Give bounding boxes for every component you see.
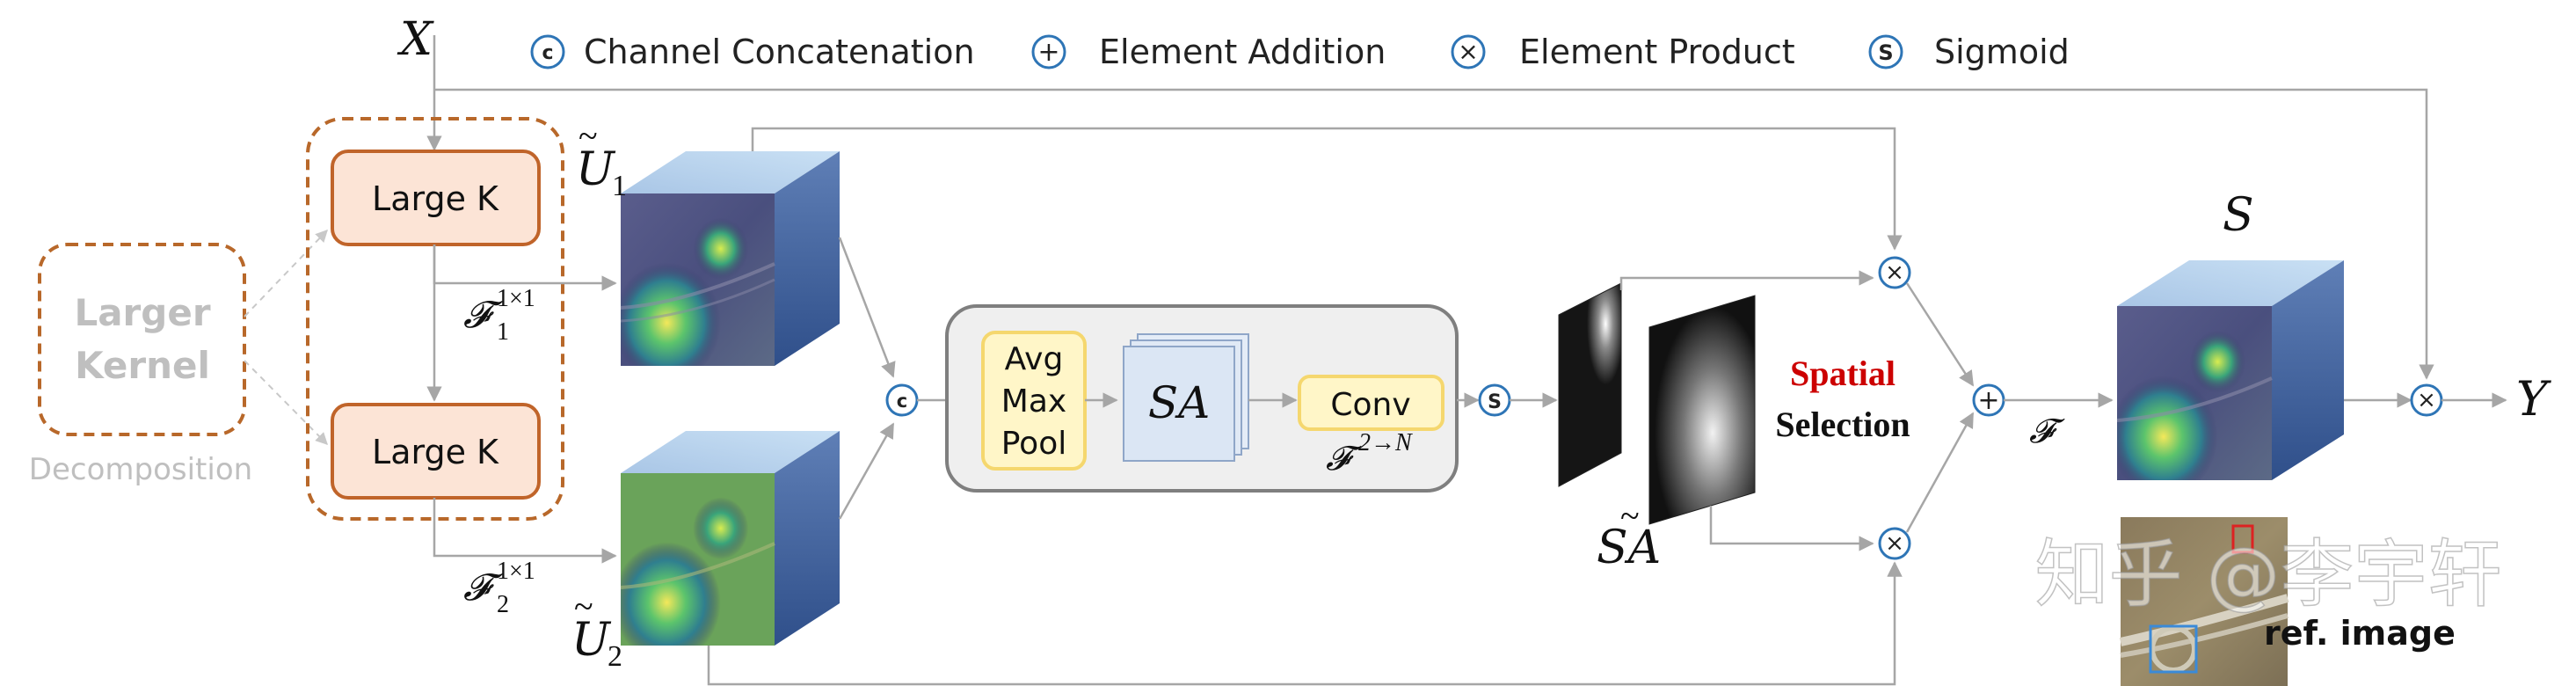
decompose-arrow-down: [244, 361, 327, 444]
add-node-text: +: [1977, 385, 1999, 416]
conv-label: Conv: [1330, 387, 1410, 423]
sigmoid-node-text: S: [1488, 391, 1502, 413]
map2-to-product2-arrow: [1711, 506, 1873, 544]
decompose-arrow-up: [244, 230, 327, 317]
concat-node-text: c: [897, 390, 907, 412]
final-product-node-text: ×: [2417, 387, 2436, 413]
f2-projection-label: 𝓕 2 1×1: [463, 558, 535, 618]
largek1-to-u1-arrow: [434, 244, 615, 283]
sa-label: SA: [1148, 377, 1210, 428]
large-k-box-2: Large K: [332, 405, 539, 498]
product-legend-label: Element Product: [1519, 33, 1795, 71]
add-legend-label: Element Addition: [1099, 33, 1386, 71]
output-y-label: Y: [2516, 371, 2551, 427]
u1-label: U ~ 1: [576, 116, 627, 202]
product-symbol-icon: ×: [1452, 36, 1484, 68]
input-x-label: X: [397, 13, 434, 66]
larger-kernel-box: Larger Kernel: [40, 244, 244, 434]
product-symbol-text: ×: [1458, 37, 1478, 66]
large-k-box-1: Large K: [332, 151, 539, 244]
add-symbol-icon: +: [1033, 36, 1065, 68]
u2-to-product2-arrow: [709, 563, 1895, 684]
s-feature-cube: [2117, 260, 2344, 480]
f1-superscript: 1×1: [497, 285, 535, 312]
product2-to-add-arrow: [1907, 413, 1973, 532]
conv-f-superscript: 2→N: [1358, 429, 1413, 456]
concat-legend-label: Channel Concatenation: [584, 33, 975, 71]
sa-cube: SA: [1124, 334, 1248, 461]
sa-tilde-icon: ~: [1620, 496, 1640, 536]
u2-tilde-icon: ~: [574, 587, 593, 626]
pool-box: Avg Max Pool: [983, 332, 1085, 469]
u2-feature-cube: [621, 431, 840, 646]
pool-line1: Avg: [1005, 341, 1064, 377]
watermark-text: 知乎 @李宇轩: [2035, 531, 2502, 617]
add-symbol-text: +: [1037, 37, 1059, 68]
f1-subscript: 1: [497, 318, 509, 346]
u1-feature-cube: [621, 151, 840, 366]
s-label: S: [2223, 189, 2254, 242]
add-node-icon: +: [1974, 385, 2004, 416]
f2-subscript: 2: [497, 591, 509, 618]
u2-subscript: 2: [608, 640, 622, 673]
u2-label: U ~ 2: [571, 587, 622, 673]
u1-subscript: 1: [612, 170, 627, 202]
product-node-2-icon: ×: [1880, 529, 1910, 558]
map1-to-product1-arrow: [1621, 278, 1873, 290]
final-product-node-icon: ×: [2412, 385, 2441, 415]
large-k-label-1: Large K: [372, 179, 499, 218]
sigmoid-node-icon: S: [1480, 385, 1510, 415]
concat-symbol-text: c: [542, 42, 553, 64]
sigmoid-legend-label: Sigmoid: [1934, 33, 2070, 71]
f2-superscript: 1×1: [497, 558, 535, 585]
larger-kernel-line1: Larger: [74, 291, 210, 334]
product1-to-add-arrow: [1907, 283, 1973, 385]
sigmoid-symbol-text: S: [1878, 40, 1893, 65]
pool-line2: Max: [1001, 383, 1066, 420]
f1-projection-label: 𝓕 1 1×1: [463, 285, 535, 346]
concat-symbol-icon: c: [532, 36, 564, 68]
ref-image-caption: ref. image: [2264, 614, 2456, 653]
attention-map-2: [1649, 296, 1755, 524]
pool-line3: Pool: [1001, 426, 1066, 462]
concat-node-icon: c: [887, 385, 917, 415]
selection-word: Selection: [1775, 405, 1910, 444]
decomposition-caption: Decomposition: [29, 452, 252, 487]
u1-to-product1-arrow: [753, 128, 1895, 249]
product-node-1-text: ×: [1885, 259, 1904, 286]
fuse-f-label: 𝓕: [2029, 412, 2065, 450]
u1-to-concat-arrow: [840, 237, 893, 376]
conv-box: Conv: [1299, 376, 1443, 429]
u1-tilde-icon: ~: [579, 116, 598, 156]
sigmoid-symbol-icon: S: [1870, 36, 1902, 68]
attention-map-1: [1559, 283, 1621, 486]
large-k-label-2: Large K: [372, 433, 499, 471]
product-node-2-text: ×: [1885, 530, 1904, 557]
product-node-1-icon: ×: [1880, 258, 1910, 288]
u2-to-concat-arrow: [840, 424, 893, 519]
larger-kernel-line2: Kernel: [75, 344, 210, 387]
largek2-to-u2-arrow: [434, 498, 615, 556]
spatial-word: Spatial: [1790, 354, 1896, 393]
legend: c Channel Concatenation + Element Additi…: [532, 33, 2070, 71]
